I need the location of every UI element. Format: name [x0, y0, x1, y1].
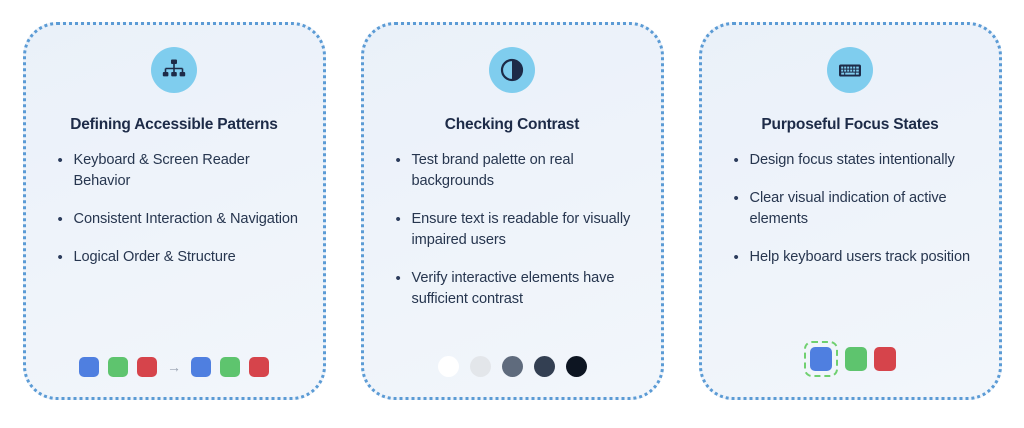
color-swatch-green-after: [220, 357, 240, 377]
bullet-text: Test brand palette on real backgrounds: [411, 152, 574, 190]
grayscale-dot-1: [437, 356, 459, 377]
list-item: • Keyboard & Screen Reader Behavior: [44, 150, 305, 192]
bullet-text: Consistent Interaction & Navigation: [73, 211, 299, 228]
bullet-text: Verify interactive elements have suffici…: [411, 270, 615, 308]
color-swatch-red-after: [249, 357, 269, 377]
bullet-marker: •: [57, 152, 63, 170]
bullet-marker: •: [57, 249, 63, 267]
bullet-marker: •: [733, 152, 739, 170]
bullet-list: • Design focus states intentionally • Cl…: [720, 150, 981, 341]
list-item: • Help keyboard users track position: [720, 247, 981, 268]
color-swatch-blue-before: [79, 357, 99, 377]
bullet-marker: •: [733, 249, 739, 267]
bullet-text: Ensure text is readable for visually imp…: [411, 211, 631, 249]
list-item: • Logical Order & Structure: [44, 247, 305, 268]
card-checking-contrast: Checking Contrast • Test brand palette o…: [360, 22, 664, 400]
list-item: • Ensure text is readable for visually i…: [382, 209, 643, 251]
bullet-marker: •: [395, 270, 401, 288]
list-item: • Test brand palette on real backgrounds: [382, 150, 643, 192]
list-item: • Verify interactive elements have suffi…: [382, 268, 643, 310]
bullet-text: Help keyboard users track position: [749, 249, 971, 266]
list-item: • Consistent Interaction & Navigation: [44, 209, 305, 230]
contrast-icon: [489, 47, 535, 93]
bullet-text: Keyboard & Screen Reader Behavior: [73, 152, 250, 190]
color-swatch-blue-focused[interactable]: [810, 347, 832, 371]
bullet-marker: •: [395, 152, 401, 170]
color-swatch-red-before: [137, 357, 157, 377]
card-defining-accessible-patterns: Defining Accessible Patterns • Keyboard …: [22, 22, 326, 400]
grayscale-dot-4: [533, 356, 555, 377]
bullet-marker: •: [57, 211, 63, 229]
list-item: • Clear visual indication of active elem…: [720, 188, 981, 230]
bullet-text: Design focus states intentionally: [749, 152, 955, 169]
keyboard-icon: [827, 47, 873, 93]
color-swatch-green-before: [108, 357, 128, 377]
grayscale-dot-5: [565, 356, 587, 377]
card-title: Purposeful Focus States: [761, 116, 939, 133]
card-title: Defining Accessible Patterns: [70, 116, 278, 133]
list-item: • Design focus states intentionally: [720, 150, 981, 171]
bullet-list: • Test brand palette on real backgrounds…: [382, 150, 643, 356]
hierarchy-icon: [151, 47, 197, 93]
bullet-marker: •: [733, 190, 739, 208]
bullet-marker: •: [395, 211, 401, 229]
grayscale-dot-3: [501, 356, 523, 377]
grayscale-ramp-strip: [382, 356, 643, 377]
color-swatch-blue-after: [191, 357, 211, 377]
grayscale-dot-2: [469, 356, 491, 377]
palette-transform-strip: →: [44, 357, 305, 377]
bullet-list: • Keyboard & Screen Reader Behavior • Co…: [44, 150, 305, 357]
color-swatch-green[interactable]: [845, 347, 867, 371]
color-swatch-red[interactable]: [874, 347, 896, 371]
card-purposeful-focus-states: Purposeful Focus States • Design focus s…: [698, 22, 1002, 400]
bullet-text: Clear visual indication of active elemen…: [749, 190, 947, 228]
card-title: Checking Contrast: [444, 116, 580, 133]
arrow-right-icon: →: [167, 359, 181, 375]
focus-ring-indicator[interactable]: [804, 341, 838, 377]
focus-state-swatch-strip: [720, 341, 981, 377]
bullet-text: Logical Order & Structure: [73, 249, 236, 266]
